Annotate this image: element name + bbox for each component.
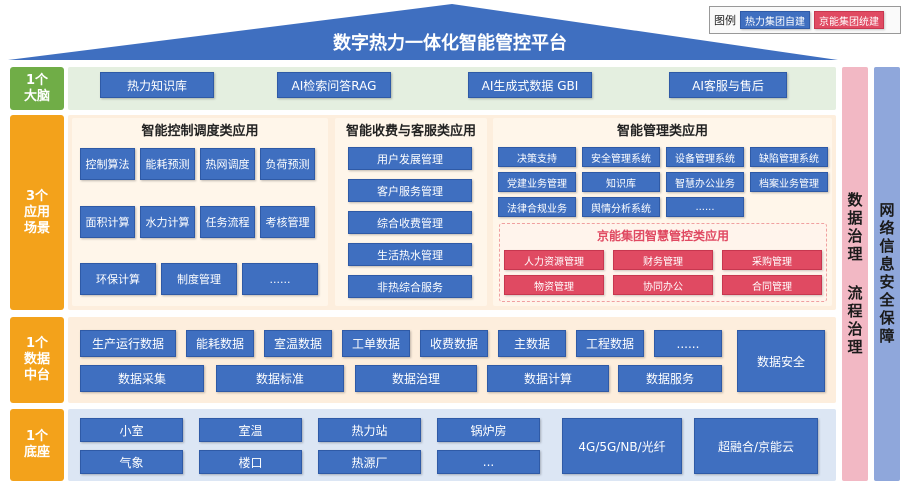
management-app-item: 舆情分析系统 [582,197,660,217]
jingneng-app-item: 人力资源管理 [504,250,604,270]
control-app-item: 环保计算 [80,263,156,295]
data-item: 数据采集 [80,365,204,392]
management-apps-title: 智能管理类应用 [616,123,708,139]
control-app-item: ...... [242,263,318,295]
jingneng-app-item: 采购管理 [722,250,822,270]
brain-item: 热力知识库 [100,72,214,98]
side-security: 网络信息安全保障 [874,67,900,481]
page-title: 数字热力一体化智能管控平台 [333,33,567,54]
control-app-item: 能耗预测 [140,148,195,180]
brain-item: AI生成式数据 GBI [468,72,592,98]
row-label-data: 1个 数据 中台 [10,317,64,403]
management-app-item: 党建业务管理 [498,172,576,192]
base-item: ... [437,450,540,474]
jingneng-app-item: 合同管理 [722,275,822,295]
management-app-item: 决策支持 [498,147,576,167]
jingneng-app-item: 财务管理 [613,250,713,270]
base-item: 气象 [80,450,183,474]
control-app-item: 负荷预测 [260,148,315,180]
service-app-item: 用户发展管理 [348,147,472,170]
management-app-item: 安全管理系统 [582,147,660,167]
legend-item-red: 京能集团统建 [814,11,884,29]
data-item: 能耗数据 [186,330,254,357]
jingneng-app-item: 协同办公 [613,275,713,295]
base-item: 楼口 [199,450,302,474]
service-app-item: 生活热水管理 [348,243,472,266]
control-app-item: 制度管理 [161,263,237,295]
service-app-item: 非热综合服务 [348,275,472,298]
brain-item: AI检索问答RAG [277,72,391,98]
data-item: 数据治理 [355,365,477,392]
base-cloud-box: 超融合/京能云 [694,418,818,474]
jingneng-apps-title: 京能集团智慧管控类应用 [596,228,729,243]
service-app-item: 综合收费管理 [348,211,472,234]
legend-item-blue: 热力集团自建 [740,11,810,29]
service-apps-title: 智能收费与客服类应用 [345,123,476,139]
management-app-item: 知识库 [582,172,660,192]
control-app-item: 控制算法 [80,148,135,180]
legend: 图例 热力集团自建 京能集团统建 [709,6,901,34]
brain-item: AI客服与售后 [669,72,787,98]
data-item: 数据计算 [487,365,609,392]
row-label-base: 1个 底座 [10,409,64,481]
control-app-item: 考核管理 [260,206,315,238]
data-item: 工程数据 [576,330,644,357]
management-app-item: 智慧办公业务 [666,172,744,192]
side-governance: 数据治理 流程治理 [842,67,868,481]
service-app-item: 客户服务管理 [348,179,472,202]
base-item: 小室 [80,418,183,442]
control-app-item: 热网调度 [200,148,255,180]
management-app-item: ...... [666,197,744,217]
data-item: 生产运行数据 [80,330,176,357]
control-app-item: 任务流程 [200,206,255,238]
control-apps-title: 智能控制调度类应用 [141,123,259,139]
base-item: 热力站 [318,418,421,442]
jingneng-app-item: 物资管理 [504,275,604,295]
data-item: 收费数据 [420,330,488,357]
management-app-item: 档案业务管理 [750,172,828,192]
header-roof [8,4,838,60]
control-app-item: 水力计算 [140,206,195,238]
data-item: 数据服务 [618,365,722,392]
base-item: 热源厂 [318,450,421,474]
control-app-item: 面积计算 [80,206,135,238]
base-item: 锅炉房 [437,418,540,442]
data-item: 室温数据 [264,330,332,357]
base-item: 室温 [199,418,302,442]
management-app-item: 设备管理系统 [666,147,744,167]
management-app-item: 法律合规业务 [498,197,576,217]
management-app-item: 缺陷管理系统 [750,147,828,167]
legend-label: 图例 [714,14,736,27]
data-item: 数据标准 [216,365,344,392]
base-network-box: 4G/5G/NB/光纤 [562,418,682,474]
data-item: 主数据 [498,330,566,357]
data-item: ...... [654,330,722,357]
row-label-apps: 3个 应用 场景 [10,115,64,310]
row-label-brain: 1个 大脑 [10,67,64,110]
data-item: 工单数据 [342,330,410,357]
data-security-box: 数据安全 [737,330,825,392]
